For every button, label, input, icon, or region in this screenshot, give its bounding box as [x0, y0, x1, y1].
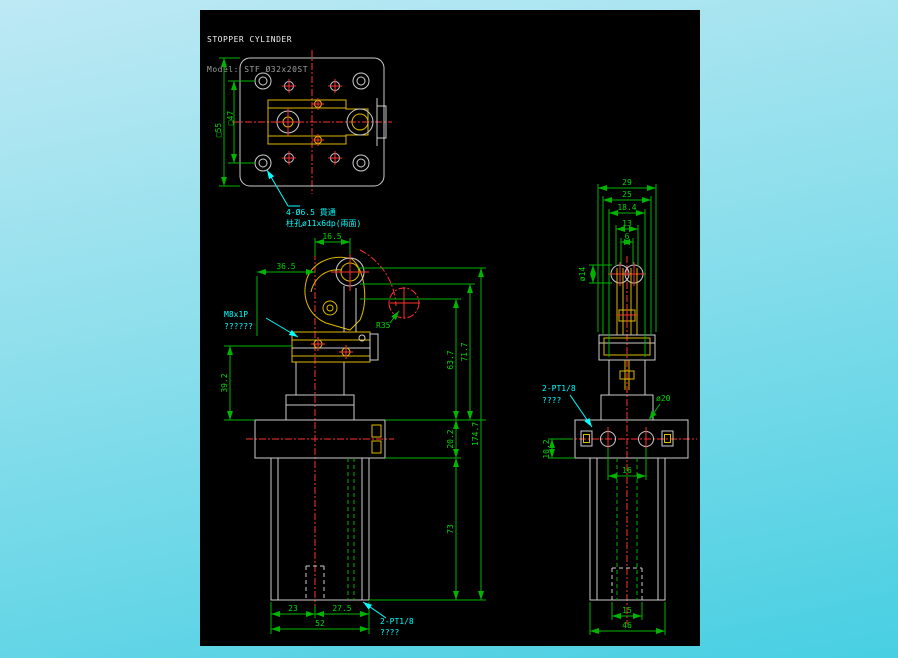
top-view-centerlines — [232, 50, 392, 194]
dim-10-2: 10.2 — [542, 439, 551, 458]
top-view-hole-note: 4-Ø6.5 貫通 柱孔ø11x6dp(兩面) — [266, 169, 361, 228]
dim-46: 46 — [622, 621, 632, 630]
dim-39-2: 39.2 — [220, 373, 229, 392]
dim-52: 52 — [315, 619, 325, 628]
dim-rod-dia: ø20 — [656, 394, 671, 403]
hole-note-line2: 柱孔ø11x6dp(兩面) — [286, 218, 361, 228]
thread-note: ?????? — [224, 322, 253, 331]
cad-viewport: STOPPER CYLINDER Model: STF Ø32x20ST — [200, 10, 700, 646]
thread-label: M8x1P — [224, 310, 248, 319]
front-view-centerlines — [246, 253, 394, 618]
top-view-bolt-holes — [254, 72, 370, 172]
dim-bolt-pitch: □47 — [226, 111, 235, 126]
front-port-label: 2-PT1/8 — [380, 617, 414, 626]
dim-16-5: 16.5 — [322, 232, 341, 241]
dim-63-7: 63.7 — [446, 350, 455, 369]
dim-6: 6 — [625, 232, 630, 241]
dim-20-2: 20.2 — [446, 429, 455, 448]
side-port-label: 2-PT1/8 — [542, 384, 576, 393]
top-view-dimensions: □47 □55 — [214, 57, 255, 187]
front-view-clamp-mechanism — [291, 249, 420, 363]
radius-label: R35 — [376, 321, 391, 330]
top-view: □47 □55 4-Ø6.5 貫通 柱孔ø11x6dp(兩面) — [214, 50, 392, 228]
side-view-body — [574, 419, 689, 601]
front-view: 16.5 36.5 M8x1P ?????? R35 39.2 — [220, 232, 486, 637]
top-view-flange-outline — [239, 57, 387, 187]
side-view: 29 25 18.4 13 6 ø14 — [542, 178, 697, 635]
drawing-title: STOPPER CYLINDER — [207, 35, 293, 44]
dim-71-7: 71.7 — [460, 342, 469, 361]
dim-roller-dia: ø14 — [578, 267, 587, 282]
side-view-mechanism — [598, 262, 656, 421]
front-port-note: ???? — [380, 628, 399, 637]
dim-36-5: 36.5 — [276, 262, 295, 271]
dim-27-5: 27.5 — [332, 604, 351, 613]
dim-23: 23 — [288, 604, 298, 613]
dim-15: 15 — [622, 606, 632, 615]
dim-25: 25 — [622, 190, 632, 199]
top-view-clamp-mechanism — [267, 98, 374, 146]
dim-flange-width: □55 — [214, 123, 223, 138]
dim-18-4: 18.4 — [617, 203, 636, 212]
side-view-dimensions: 29 25 18.4 13 6 ø14 — [542, 178, 671, 635]
side-port-note: ???? — [542, 396, 561, 405]
dim-174-7: 174.7 — [471, 422, 480, 446]
dim-13: 13 — [622, 219, 632, 228]
dim-29: 29 — [622, 178, 632, 187]
front-view-body — [254, 361, 386, 601]
front-view-dimensions: 16.5 36.5 M8x1P ?????? R35 39.2 — [220, 232, 486, 637]
dim-16: 16 — [622, 466, 632, 475]
cad-drawing: □47 □55 4-Ø6.5 貫通 柱孔ø11x6dp(兩面) — [214, 50, 697, 637]
hole-note-line1: 4-Ø6.5 貫通 — [286, 207, 336, 217]
dim-73: 73 — [446, 524, 455, 534]
